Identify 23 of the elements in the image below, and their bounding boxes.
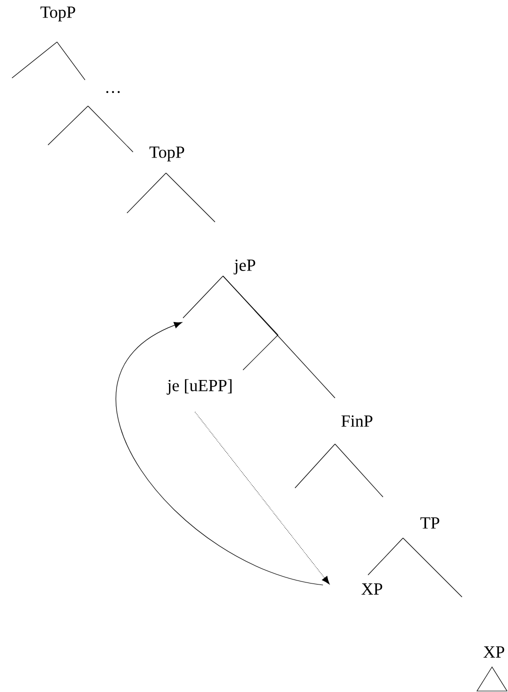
- node-label: je [uEPP]: [166, 379, 232, 395]
- node-label: FinP: [341, 415, 372, 427]
- branch-line: [88, 106, 134, 152]
- dotted-arrow: [194, 412, 330, 584]
- node-label: jeP: [234, 260, 256, 274]
- branch-line: [12, 42, 58, 78]
- branch-line: [48, 106, 88, 146]
- node-label: TopP: [40, 6, 76, 22]
- node-label: XP: [484, 646, 504, 658]
- branch-line: [182, 276, 224, 318]
- branch-line: [368, 538, 404, 576]
- branch-line: [294, 444, 336, 488]
- arrow: [116, 322, 324, 586]
- node-label: TP: [420, 517, 440, 529]
- branch-line: [402, 538, 462, 598]
- branch-line: [56, 42, 86, 80]
- node-label: XP: [362, 583, 382, 595]
- branch-line: [126, 172, 166, 214]
- branch-line: [222, 276, 278, 370]
- node-label: TopP: [150, 146, 184, 162]
- node-label: …: [106, 90, 120, 93]
- branch-line: [334, 444, 384, 498]
- branch-line: [166, 172, 216, 222]
